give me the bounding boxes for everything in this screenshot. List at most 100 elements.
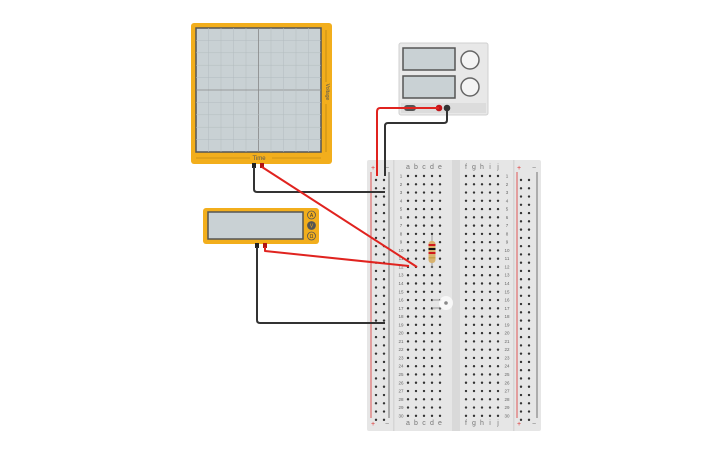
breadboard-hole[interactable] xyxy=(406,282,410,285)
rail-hole[interactable] xyxy=(374,244,378,248)
breadboard-hole[interactable] xyxy=(488,398,492,401)
breadboard-hole[interactable] xyxy=(496,414,500,418)
capacitor[interactable] xyxy=(432,296,453,310)
breadboard-hole[interactable] xyxy=(406,191,410,194)
breadboard-hole[interactable] xyxy=(472,199,476,203)
breadboard-hole[interactable] xyxy=(464,240,468,244)
wire-supply-positive[interactable] xyxy=(376,107,439,176)
rail-hole[interactable] xyxy=(374,344,378,347)
breadboard-hole[interactable] xyxy=(414,174,418,178)
breadboard-hole[interactable] xyxy=(464,298,468,302)
breadboard-hole[interactable] xyxy=(438,183,442,186)
breadboard-hole[interactable] xyxy=(472,331,476,335)
breadboard-hole[interactable] xyxy=(472,183,476,186)
breadboard-hole[interactable] xyxy=(496,249,500,252)
breadboard-hole[interactable] xyxy=(496,315,500,318)
rail-hole[interactable] xyxy=(527,311,531,314)
breadboard-hole[interactable] xyxy=(406,389,410,393)
breadboard-hole[interactable] xyxy=(406,216,410,219)
breadboard-hole[interactable] xyxy=(464,290,468,293)
rail-hole[interactable] xyxy=(527,344,531,347)
breadboard-hole[interactable] xyxy=(414,240,418,244)
rail-hole[interactable] xyxy=(374,236,378,240)
rail-hole[interactable] xyxy=(519,344,523,347)
rail-hole[interactable] xyxy=(527,178,531,182)
breadboard-hole[interactable] xyxy=(438,381,442,384)
rail-hole[interactable] xyxy=(374,369,378,372)
oscilloscope-red-probe[interactable] xyxy=(260,163,264,168)
breadboard-hole[interactable] xyxy=(496,331,500,335)
breadboard-hole[interactable] xyxy=(488,365,492,368)
rail-hole[interactable] xyxy=(527,195,531,198)
rail-hole[interactable] xyxy=(374,253,378,256)
rail-hole[interactable] xyxy=(527,244,531,248)
breadboard-hole[interactable] xyxy=(422,323,426,327)
breadboard-hole[interactable] xyxy=(472,389,476,393)
breadboard-hole[interactable] xyxy=(414,232,418,236)
breadboard-hole[interactable] xyxy=(422,232,426,236)
rail-hole[interactable] xyxy=(382,294,386,297)
breadboard-hole[interactable] xyxy=(472,174,476,178)
rail-hole[interactable] xyxy=(382,335,386,339)
breadboard-hole[interactable] xyxy=(464,232,468,236)
rail-hole[interactable] xyxy=(519,393,523,397)
rail-hole[interactable] xyxy=(527,327,531,331)
rail-hole[interactable] xyxy=(374,410,378,413)
breadboard-hole[interactable] xyxy=(496,298,500,302)
breadboard-hole[interactable] xyxy=(438,331,442,335)
breadboard-hole[interactable] xyxy=(406,373,410,376)
breadboard-hole[interactable] xyxy=(438,282,442,285)
rail-hole[interactable] xyxy=(382,319,386,322)
rail-hole[interactable] xyxy=(527,352,531,355)
breadboard-hole[interactable] xyxy=(472,257,476,260)
rail-hole[interactable] xyxy=(519,286,523,289)
breadboard-hole[interactable] xyxy=(496,340,500,343)
breadboard-hole[interactable] xyxy=(406,199,410,203)
breadboard-hole[interactable] xyxy=(422,191,426,194)
breadboard-hole[interactable] xyxy=(488,323,492,327)
breadboard-hole[interactable] xyxy=(406,315,410,318)
rail-hole[interactable] xyxy=(519,178,523,182)
breadboard-hole[interactable] xyxy=(414,389,418,393)
breadboard-hole[interactable] xyxy=(480,199,484,203)
wire-scope-signal[interactable] xyxy=(261,166,418,268)
breadboard-hole[interactable] xyxy=(406,224,410,227)
breadboard-hole[interactable] xyxy=(464,381,468,384)
breadboard-hole[interactable] xyxy=(430,398,434,401)
breadboard-hole[interactable] xyxy=(488,174,492,178)
breadboard-hole[interactable] xyxy=(438,224,442,227)
breadboard-hole[interactable] xyxy=(472,315,476,318)
breadboard-hole[interactable] xyxy=(406,207,410,211)
breadboard-hole[interactable] xyxy=(414,290,418,293)
breadboard-hole[interactable] xyxy=(464,265,468,269)
rail-hole[interactable] xyxy=(382,360,386,364)
breadboard-hole[interactable] xyxy=(430,207,434,211)
breadboard-hole[interactable] xyxy=(406,274,410,277)
breadboard-hole[interactable] xyxy=(464,323,468,327)
breadboard-hole[interactable] xyxy=(430,199,434,203)
rail-hole[interactable] xyxy=(519,377,523,380)
breadboard-hole[interactable] xyxy=(430,340,434,343)
breadboard-hole[interactable] xyxy=(422,398,426,401)
rail-hole[interactable] xyxy=(527,418,531,422)
breadboard-hole[interactable] xyxy=(496,216,500,219)
breadboard-hole[interactable] xyxy=(414,183,418,186)
breadboard-hole[interactable] xyxy=(472,406,476,409)
breadboard-hole[interactable] xyxy=(488,348,492,351)
breadboard-hole[interactable] xyxy=(464,224,468,227)
breadboard-hole[interactable] xyxy=(488,381,492,384)
breadboard-hole[interactable] xyxy=(406,290,410,293)
rail-hole[interactable] xyxy=(527,261,531,264)
rail-hole[interactable] xyxy=(519,278,523,281)
rail-hole[interactable] xyxy=(374,195,378,198)
rail-hole[interactable] xyxy=(374,294,378,297)
breadboard-hole[interactable] xyxy=(422,216,426,219)
mode-button-ohms[interactable]: Ω xyxy=(307,231,316,241)
breadboard-hole[interactable] xyxy=(414,398,418,401)
breadboard-hole[interactable] xyxy=(438,191,442,194)
breadboard-hole[interactable] xyxy=(480,365,484,368)
breadboard-hole[interactable] xyxy=(488,373,492,376)
breadboard-hole[interactable] xyxy=(422,257,426,260)
rail-hole[interactable] xyxy=(374,385,378,388)
breadboard-hole[interactable] xyxy=(430,348,434,351)
